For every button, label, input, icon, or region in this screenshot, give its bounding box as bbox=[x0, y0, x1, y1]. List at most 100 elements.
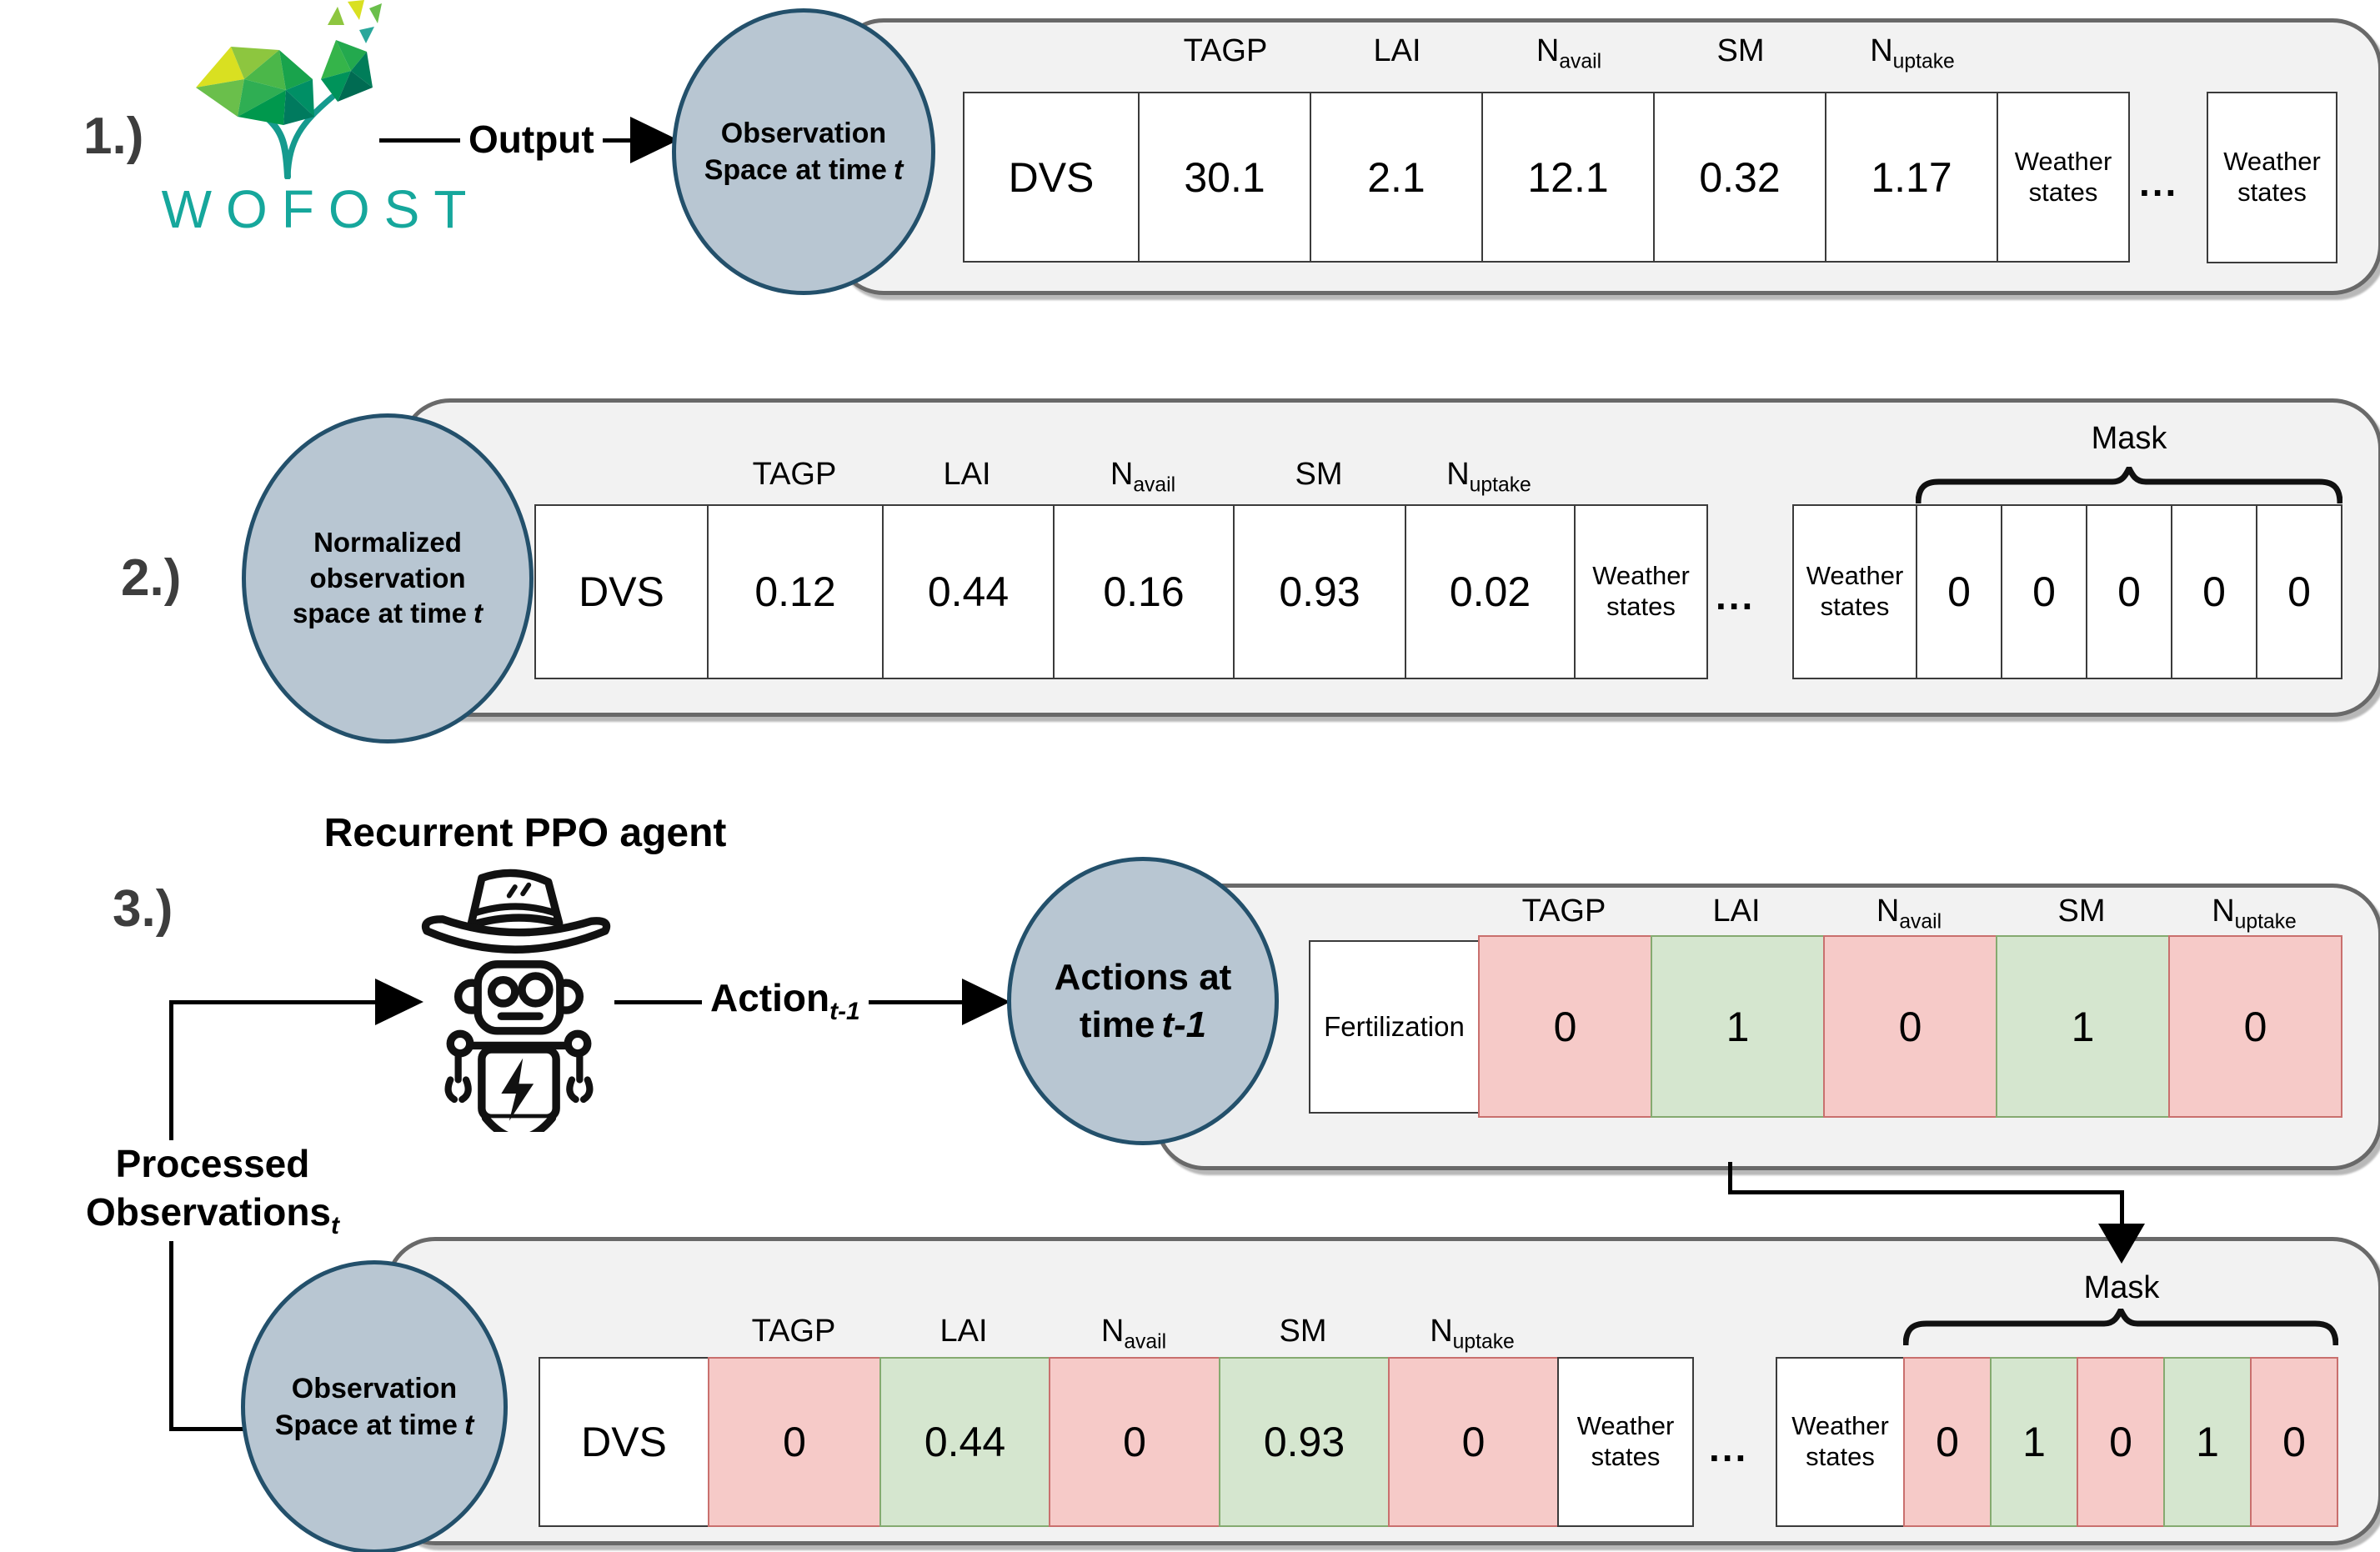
step-1-label: 1.) bbox=[83, 108, 144, 165]
t4-mask-label: Mask bbox=[2083, 1270, 2160, 1305]
t1-header-lai: LAI bbox=[1373, 33, 1421, 68]
circle4-line1: Observation bbox=[291, 1372, 458, 1404]
wofost-wordmark: WOFOST bbox=[161, 179, 481, 239]
t2-mask-cell-3: 0 bbox=[2171, 504, 2257, 679]
t1-ellipsis: ... bbox=[2139, 161, 2179, 204]
t1-cell-sm: 0.32 bbox=[1653, 92, 1826, 263]
circle1-line2: Space at time bbox=[704, 154, 887, 186]
t2-mask-cell-4: 0 bbox=[2256, 504, 2342, 679]
t2-header-sm: SM bbox=[1295, 457, 1343, 492]
action-arrowhead-icon bbox=[962, 979, 1010, 1025]
t1-cell-nuptake: 1.17 bbox=[1825, 92, 1998, 263]
t4-mask-cell-1: 1 bbox=[1990, 1357, 2078, 1527]
t4-header-nuptake: Nuptake bbox=[1430, 1314, 1515, 1354]
t4-cell-navail: 0 bbox=[1049, 1357, 1220, 1527]
t3-header-sm: SM bbox=[2057, 894, 2106, 929]
t1-cell-weather-2: Weather states bbox=[2207, 92, 2337, 263]
t4-cell-sm: 0.93 bbox=[1219, 1357, 1390, 1527]
circle3-line1: Actions at bbox=[1054, 956, 1232, 998]
t4-cell-nuptake: 0 bbox=[1388, 1357, 1559, 1527]
t3-cell-navail: 0 bbox=[1823, 935, 1997, 1118]
t4-ellipsis: ... bbox=[1709, 1426, 1749, 1469]
output-arrowhead-icon bbox=[630, 117, 679, 163]
t4-cell-dvs: DVS bbox=[539, 1357, 709, 1527]
t3-header-nuptake: Nuptake bbox=[2212, 894, 2297, 934]
circle1-time-var: t bbox=[893, 154, 904, 186]
t1-cell-dvs: DVS bbox=[963, 92, 1140, 263]
actions-to-mask-line-3 bbox=[2120, 1190, 2124, 1227]
processed-observations-label: Processed Observationst bbox=[46, 1140, 379, 1242]
t2-header-navail: Navail bbox=[1110, 457, 1176, 497]
t4-cell-tagp: 0 bbox=[708, 1357, 881, 1527]
t4-header-sm: SM bbox=[1279, 1314, 1327, 1349]
step-2-label: 2.) bbox=[121, 549, 182, 607]
processed-line2: Observations bbox=[86, 1189, 332, 1234]
t1-cell-tagp: 30.1 bbox=[1138, 92, 1311, 263]
t2-header-tagp: TAGP bbox=[752, 457, 837, 492]
circle3-line2: time bbox=[1079, 1004, 1155, 1045]
actions-to-mask-line-1 bbox=[1728, 1162, 1732, 1194]
t2-ellipsis: ... bbox=[1716, 574, 1756, 618]
t3-cell-nuptake: 0 bbox=[2168, 935, 2342, 1118]
t2-cell-dvs: DVS bbox=[534, 504, 709, 679]
t4-header-tagp: TAGP bbox=[751, 1314, 836, 1349]
obs-loop-bottom-line bbox=[169, 1427, 246, 1431]
t4-cell-lai: 0.44 bbox=[879, 1357, 1050, 1527]
processed-line1: Processed bbox=[115, 1142, 310, 1185]
t4-cell-weather: Weather states bbox=[1557, 1357, 1694, 1527]
t2-mask-cell-2: 0 bbox=[2086, 504, 2172, 679]
t4-mask-cell-4: 0 bbox=[2250, 1357, 2338, 1527]
t2-cell-tagp: 0.12 bbox=[707, 504, 884, 679]
t2-cell-weather: Weather states bbox=[1574, 504, 1708, 679]
t2-cell-weather-2: Weather states bbox=[1792, 504, 1917, 679]
t4-mask-cell-3: 1 bbox=[2163, 1357, 2252, 1527]
circle2-time-var: t bbox=[473, 598, 484, 629]
actions-to-mask-line-2 bbox=[1728, 1190, 2124, 1194]
actions-to-mask-arrowhead-icon bbox=[2098, 1224, 2145, 1264]
t4-header-navail: Navail bbox=[1100, 1314, 1167, 1354]
recurrent-ppo-title: Recurrent PPO agent bbox=[323, 811, 727, 855]
output-arrow-label: Output bbox=[460, 117, 603, 162]
t1-header-navail: Navail bbox=[1536, 33, 1602, 73]
t2-mask-brace-icon bbox=[1916, 467, 2342, 503]
t3-header-tagp: TAGP bbox=[1521, 894, 1606, 929]
t3-cell-tagp: 0 bbox=[1478, 935, 1652, 1118]
t2-mask-label: Mask bbox=[2091, 421, 2167, 456]
step-3-label: 3.) bbox=[113, 880, 173, 938]
action-arrow-label: Actiont-1 bbox=[702, 975, 869, 1027]
t1-header-sm: SM bbox=[1716, 33, 1765, 68]
circle2-line3: space at time bbox=[292, 598, 468, 629]
t3-cell-lai: 1 bbox=[1651, 935, 1825, 1118]
circle4-line2: Space at time bbox=[274, 1409, 458, 1441]
t4-cell-weather-2: Weather states bbox=[1776, 1357, 1905, 1527]
t1-cell-weather: Weather states bbox=[1997, 92, 2130, 263]
t4-header-lai: LAI bbox=[939, 1314, 988, 1349]
wofost-plant-icon bbox=[188, 0, 388, 179]
t4-mask-cell-2: 0 bbox=[2077, 1357, 2165, 1527]
t2-cell-nuptake: 0.02 bbox=[1405, 504, 1576, 679]
robot-cowboy-icon bbox=[421, 865, 617, 1132]
t2-cell-lai: 0.44 bbox=[882, 504, 1055, 679]
t3-header-navail: Navail bbox=[1876, 894, 1942, 934]
circle4-time-var: t bbox=[463, 1409, 474, 1441]
t3-header-lai: LAI bbox=[1712, 894, 1761, 929]
t1-cell-navail: 12.1 bbox=[1481, 92, 1655, 263]
t1-cell-lai: 2.1 bbox=[1310, 92, 1483, 263]
t2-mask-cell-1: 0 bbox=[2001, 504, 2087, 679]
t4-mask-brace-icon bbox=[1903, 1309, 2338, 1345]
t3-cell-sm: 1 bbox=[1996, 935, 2170, 1118]
obs-to-agent-line bbox=[169, 1000, 378, 1004]
circle1-line1: Observation bbox=[720, 117, 887, 149]
t4-mask-cell-0: 0 bbox=[1903, 1357, 1992, 1527]
t3-cell-fertilization: Fertilization bbox=[1309, 940, 1480, 1114]
obs-to-agent-arrowhead-icon bbox=[375, 979, 423, 1025]
t2-header-lai: LAI bbox=[943, 457, 991, 492]
t1-header-tagp: TAGP bbox=[1183, 33, 1268, 68]
t1-header-nuptake: Nuptake bbox=[1870, 33, 1955, 73]
processed-sub: t bbox=[331, 1211, 339, 1239]
